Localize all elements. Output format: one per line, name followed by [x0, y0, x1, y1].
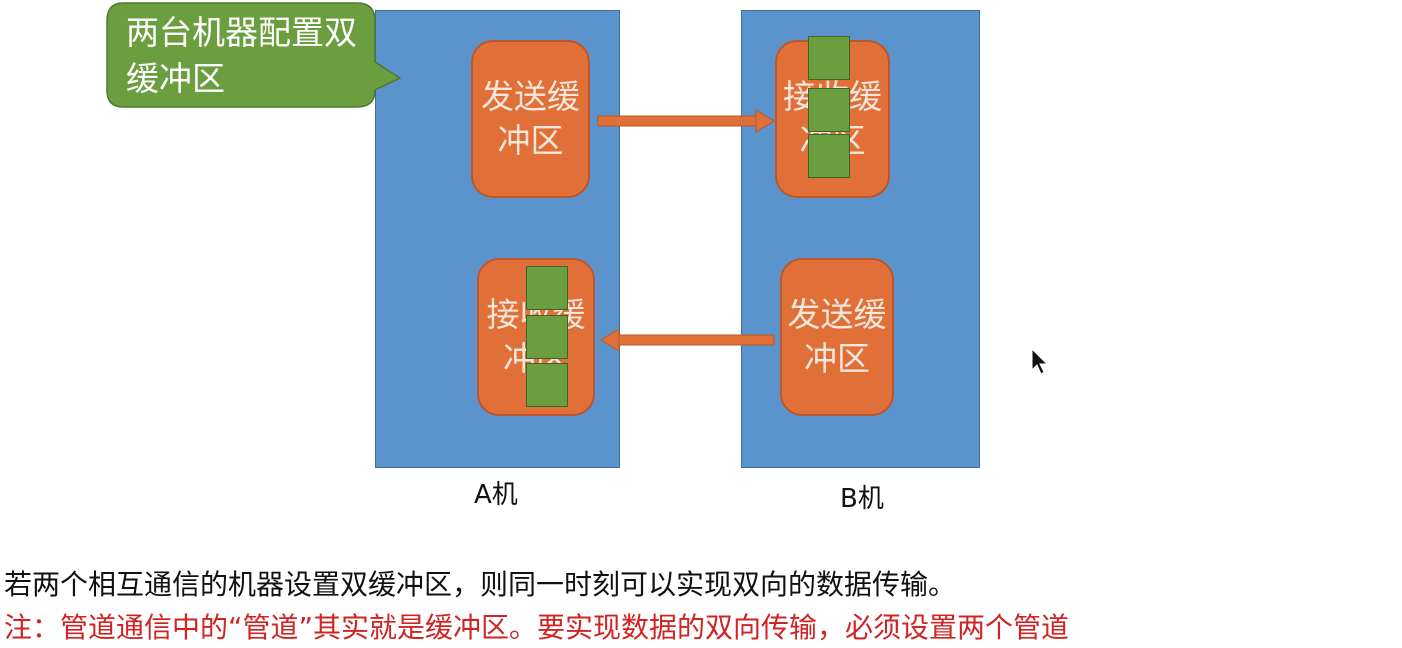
- machine-a-send-buffer-label: 发送缓冲区: [481, 77, 580, 160]
- caption-note: 注：管道通信中的“管道”其实就是缓冲区。要实现数据的双向传输，必须设置两个管道: [4, 611, 1070, 644]
- data-packet: [808, 88, 850, 132]
- callout-bubble: [106, 2, 402, 108]
- arrow-a-to-b: [597, 109, 775, 133]
- data-packet: [526, 315, 568, 359]
- machine-a-send-buffer: 发送缓冲区: [471, 40, 590, 198]
- machine-b-send-buffer-label: 发送缓冲区: [787, 295, 887, 378]
- data-packet: [808, 134, 850, 178]
- mouse-cursor-icon: [1031, 347, 1049, 375]
- machine-b-send-buffer: 发送缓冲区: [780, 258, 894, 416]
- arrow-b-to-a: [600, 328, 775, 352]
- caption-main: 若两个相互通信的机器设置双缓冲区，则同一时刻可以实现双向的数据传输。: [4, 568, 957, 601]
- machine-a-label: A机: [474, 480, 518, 510]
- callout-text: 两台机器配置双缓冲区: [126, 13, 357, 98]
- data-packet: [526, 266, 568, 310]
- data-packet: [526, 363, 568, 407]
- data-packet: [808, 36, 850, 80]
- machine-b-label: B机: [840, 484, 884, 514]
